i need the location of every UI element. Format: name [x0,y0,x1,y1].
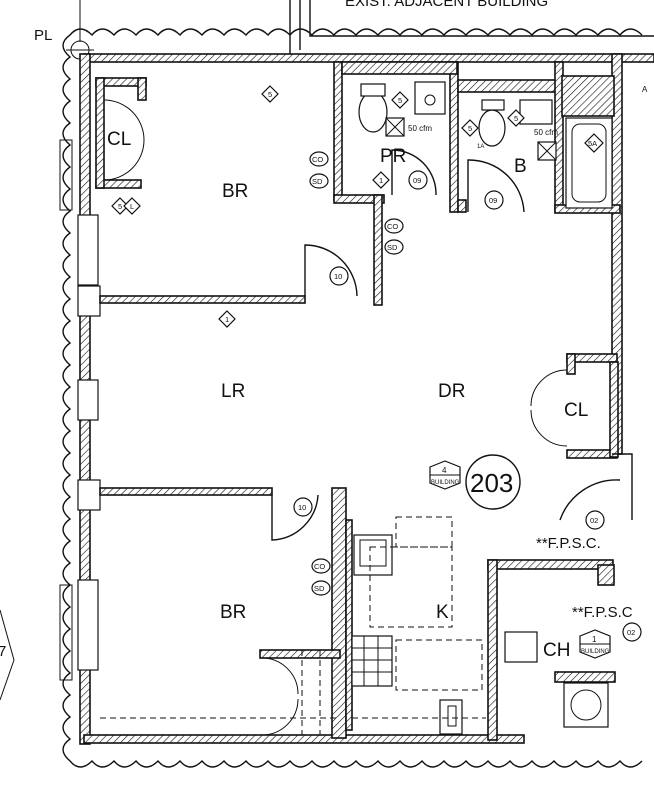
building-tag-1: 4 BUILDING [429,460,461,490]
wall-tag-bath-text-2: 5 [514,114,518,123]
room-label-br-bottom: BR [220,602,246,623]
wall-tag-closet-text: 5 [118,202,122,211]
door-tag-ch-2-text: 02 [627,628,635,637]
wall-tag-pr: 1 [372,171,390,189]
wall-tag-1a: 1A [477,144,484,150]
edge-label-left: 7 [0,643,6,660]
detector-pair-2: CO SD [384,218,404,255]
unit-number-tag: 203 [465,454,521,510]
building-tag-1-label: BUILDING [431,480,460,486]
interior-walls [95,61,633,741]
co-detector-1: CO [312,155,323,164]
room-label-dr: DR [438,381,465,402]
adjacent-building-label: EXIST. ADJACENT BUILDING [345,0,548,10]
door-tag-br-top: 10 [329,266,349,286]
fixtures [351,81,613,735]
door-tag-ch-1-text: 02 [590,516,598,525]
sd-detector-3: SD [314,584,325,593]
door-tag-ch-2: 02 [622,622,642,642]
wall-tag-top: 5 [261,85,279,103]
building-tag-2-num: 1 [592,635,597,644]
adjacent-building: EXIST. ADJACENT BUILDING [79,0,654,55]
room-label-cl-right: CL [564,400,588,421]
sd-detector-1: SD [312,177,323,186]
wall-tag-mid-text: 1 [225,315,229,324]
room-label-br-top: BR [222,181,248,202]
sd-detector-2: SD [387,243,398,252]
wall-tag-closet-l: L [130,202,134,211]
building-tag-2: 1 BUILDING [579,629,611,659]
room-label-lr: LR [221,381,245,402]
fpsc-note-1: **F.P.S.C. [536,535,601,552]
wall-tag-mid: 1 [218,310,236,328]
wall-tag-bath-text: 5 [468,124,472,133]
door-tag-pr: 09 [408,170,428,190]
doors [103,99,621,736]
wall-tag-pr-text: 1 [379,176,383,185]
building-tag-2-label: BUILDING [581,649,610,655]
wall-tag-bath: 5 5 [461,109,525,137]
room-label-k: K [436,602,449,623]
wall-tag-tub: 5A [584,133,604,153]
detector-pair-1: CO SD [309,151,329,189]
edge-label-right: A [642,85,648,94]
detector-pair-3: CO SD [311,558,331,596]
co-detector-2: CO [387,222,398,231]
wall-tag-top-text: 5 [268,90,272,99]
property-line-label: PL [34,27,52,44]
wall-tag-tub-text: 5A [588,139,597,148]
wall-tag-pr-top: 5 [391,91,409,109]
room-label-b: B [514,156,527,177]
wall-tag-pr-top-text: 5 [398,96,402,105]
door-tag-br-top-text: 10 [334,272,342,281]
door-tag-b: 09 [484,190,504,210]
revision-cloud [62,28,643,768]
wall-tag-closet: 5 L [111,197,141,215]
room-label-ch: CH [543,640,570,661]
door-tag-ch-1: 02 [585,510,605,530]
co-detector-3: CO [314,562,325,571]
room-label-pr: PR [380,146,406,167]
door-tag-br-bottom: 10 [293,497,313,517]
door-tag-br-bottom-text: 10 [298,503,306,512]
wall-tag-1a-text: 1A [477,144,484,150]
vent-note-b: 50 cfm [534,128,558,137]
unit-number: 203 [470,468,513,498]
door-tag-pr-text: 09 [413,176,421,185]
fpsc-note-2: **F.P.S.C [572,604,633,621]
building-tag-1-num: 4 [442,466,447,475]
door-tag-b-text: 09 [489,196,497,205]
vent-note-pr: 50 cfm [408,124,432,133]
room-label-cl-top: CL [107,129,131,150]
overhead-dashed-lines [100,516,486,735]
